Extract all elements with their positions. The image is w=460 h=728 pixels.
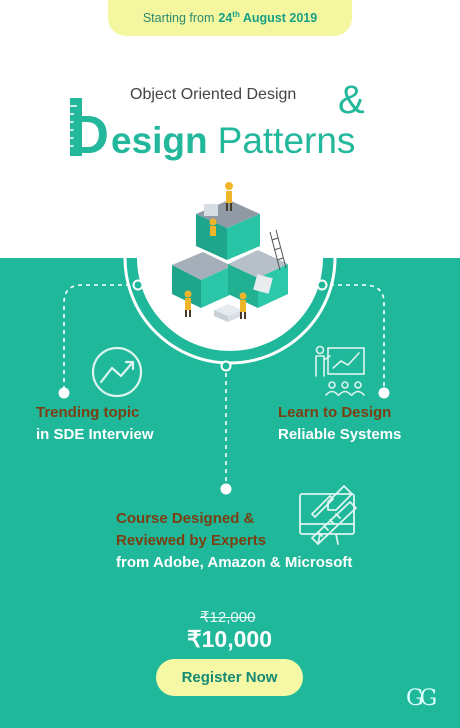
start-date: 24th August 2019 <box>218 10 317 25</box>
feature-course: Course Designed & Reviewed by Experts fr… <box>116 508 352 574</box>
connector-nodes <box>58 279 390 495</box>
title-patterns: Patterns <box>217 120 356 161</box>
title-d-letter: D <box>70 105 109 165</box>
start-month-year: August 2019 <box>239 11 318 26</box>
start-date-banner: Starting from 24th August 2019 <box>108 0 352 36</box>
discounted-price: ₹10,000 <box>187 626 272 652</box>
feature-trending: Trending topic in SDE Interview <box>36 402 154 446</box>
feature-learn: Learn to Design Reliable Systems <box>278 402 401 446</box>
title-esign: esign <box>111 120 208 161</box>
start-day: 24 <box>218 11 233 26</box>
subtitle-oo-design: Object Oriented Design <box>130 86 297 103</box>
main-title: D esign Patterns <box>70 108 355 162</box>
trending-up-icon <box>91 346 143 398</box>
original-price: ₹12,000 <box>200 609 256 626</box>
feature-learn-line1: Learn to Design <box>278 404 392 421</box>
feature-course-line1: Course Designed & <box>116 510 255 527</box>
feature-trending-line1: Trending topic <box>36 404 140 421</box>
puzzle-cubes-illustration <box>172 182 288 322</box>
presentation-icon <box>315 345 365 396</box>
start-day-suffix: th <box>232 10 240 20</box>
design-tools-icon <box>299 485 357 545</box>
feature-course-line3: from Adobe, Amazon & Microsoft <box>116 554 353 571</box>
feature-learn-line2: Reliable Systems <box>278 426 402 443</box>
ruler-icon <box>70 98 82 156</box>
dashed-connectors <box>63 284 385 488</box>
feature-trending-line2: in SDE Interview <box>36 426 154 443</box>
ampersand: & <box>338 78 365 122</box>
feature-course-line2-dark: Reviewed by <box>116 532 207 549</box>
start-prefix: Starting from <box>142 11 215 25</box>
feature-course-line2-light: Experts <box>206 532 267 549</box>
gfg-logo: GG <box>406 686 437 711</box>
register-now-button[interactable]: Register Now <box>156 659 303 696</box>
